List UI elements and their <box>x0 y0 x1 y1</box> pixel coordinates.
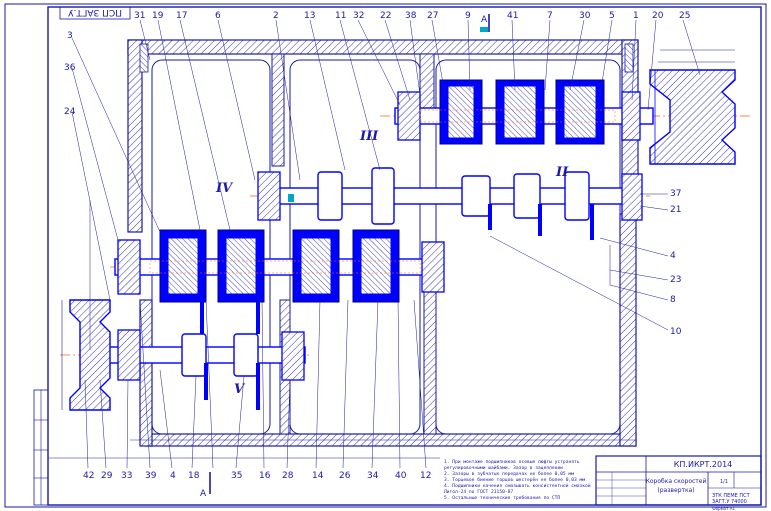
svg-text:31: 31 <box>134 11 145 21</box>
svg-text:4: 4 <box>170 471 176 481</box>
shaft-II <box>257 167 643 240</box>
shaft-label-V: V <box>234 382 246 397</box>
drawing-subtitle: (развертка) <box>657 487 694 494</box>
svg-text:30: 30 <box>579 11 591 21</box>
shaft-I <box>394 79 654 145</box>
shaft-III <box>114 229 445 303</box>
stamp-text: ПСП ЗАГТ.У <box>68 7 122 17</box>
svg-text:4. Подшипники качения смазыват: 4. Подшипники качения смазывать консисте… <box>444 483 591 489</box>
svg-text:35: 35 <box>231 471 242 481</box>
sheet-inner-frame <box>47 6 762 506</box>
svg-text:Литол-24 по ГОСТ 21150-87: Литол-24 по ГОСТ 21150-87 <box>444 489 513 495</box>
svg-text:21: 21 <box>670 205 681 215</box>
sheet-outer-border <box>4 3 767 508</box>
svg-text:2: 2 <box>273 11 279 21</box>
svg-text:36: 36 <box>64 63 76 73</box>
key-marker <box>288 194 294 202</box>
svg-text:5. Остальные технические требо: 5. Остальные технические требования по С… <box>444 494 560 501</box>
svg-text:4: 4 <box>670 251 676 261</box>
callouts-top <box>139 19 701 231</box>
svg-text:33: 33 <box>121 471 132 481</box>
right-pulley <box>649 61 736 165</box>
svg-text:40: 40 <box>395 471 407 481</box>
callouts-right <box>489 193 669 331</box>
svg-text:3. Торцевое биение торцов шест: 3. Торцевое биение торцов шестерён не бо… <box>444 476 585 483</box>
svg-text:11: 11 <box>335 11 346 21</box>
svg-text:22: 22 <box>380 11 391 21</box>
svg-text:27: 27 <box>427 11 438 21</box>
svg-text:41: 41 <box>507 11 518 21</box>
callout-labels-bottom: 42 29 33 39 4 18 35 16 28 14 26 34 40 12 <box>83 471 431 481</box>
svg-text:42: 42 <box>83 471 94 481</box>
callouts-left <box>71 37 161 301</box>
key-marker <box>480 27 488 32</box>
svg-text:26: 26 <box>339 471 351 481</box>
svg-text:20: 20 <box>652 11 664 21</box>
svg-text:3: 3 <box>67 31 73 41</box>
svg-text:37: 37 <box>670 189 681 199</box>
svg-text:38: 38 <box>405 11 417 21</box>
svg-text:8: 8 <box>670 295 676 305</box>
title-block: КП.ИКРТ.2014 Коробка скоростей (развертк… <box>595 455 762 506</box>
svg-text:13: 13 <box>304 11 315 21</box>
svg-text:32: 32 <box>353 11 364 21</box>
shaft-label-II: II <box>555 165 569 180</box>
svg-text:1. При монтаже подшипников осе: 1. При монтаже подшипников осевые люфты … <box>444 459 580 465</box>
section-marker-bottom: A <box>200 472 211 499</box>
dimension-lines <box>48 49 735 459</box>
svg-text:6: 6 <box>215 11 221 21</box>
svg-text:18: 18 <box>188 471 200 481</box>
svg-text:1: 1 <box>633 11 639 21</box>
section-marker-top: A <box>481 14 490 32</box>
svg-text:регулировочными шайбами. Зазор: регулировочными шайбами. Зазор в зацепле… <box>444 464 563 471</box>
callout-labels-top: 31 19 17 6 2 13 11 32 22 38 27 9 41 7 30… <box>134 11 690 21</box>
svg-text:28: 28 <box>282 471 294 481</box>
svg-text:7: 7 <box>547 11 553 21</box>
svg-text:23: 23 <box>670 275 681 285</box>
svg-text:A: A <box>200 489 207 499</box>
svg-text:16: 16 <box>259 471 271 481</box>
org-line-2: ЗАГТ.У 74000 <box>712 499 747 505</box>
drawing-code: КП.ИКРТ.2014 <box>674 460 733 469</box>
svg-text:9: 9 <box>465 11 471 21</box>
technical-notes: 1. При монтаже подшипников осевые люфты … <box>444 459 591 501</box>
svg-text:25: 25 <box>679 11 690 21</box>
svg-text:39: 39 <box>145 471 157 481</box>
svg-text:14: 14 <box>312 471 324 481</box>
svg-text:5: 5 <box>609 11 615 21</box>
shaft-V <box>99 300 306 410</box>
svg-text:34: 34 <box>367 471 379 481</box>
callouts-bottom <box>84 299 427 469</box>
svg-text:10: 10 <box>670 327 682 337</box>
svg-text:A: A <box>481 15 488 25</box>
svg-text:17: 17 <box>176 11 187 21</box>
svg-text:2. Зазоры в зубчатых передачах: 2. Зазоры в зубчатых передачах не более … <box>444 470 574 477</box>
stamp-box <box>59 6 131 20</box>
callout-labels-left: 3 36 24 <box>64 31 76 117</box>
svg-text:24: 24 <box>64 107 76 117</box>
svg-text:19: 19 <box>152 11 164 21</box>
shaft-label-III: III <box>359 129 379 144</box>
svg-text:12: 12 <box>420 471 431 481</box>
drawing-title: Коробка скоростей <box>646 478 707 485</box>
callout-labels-right: 37 21 4 23 8 10 <box>670 189 682 337</box>
svg-text:29: 29 <box>101 471 113 481</box>
sheet-number: 1/1 <box>720 479 728 485</box>
format-label: Формат А1 <box>712 506 735 511</box>
shaft-label-IV: IV <box>215 181 234 196</box>
org-line-1: ЗТК ПЕМЕ ПСТ <box>712 493 751 499</box>
